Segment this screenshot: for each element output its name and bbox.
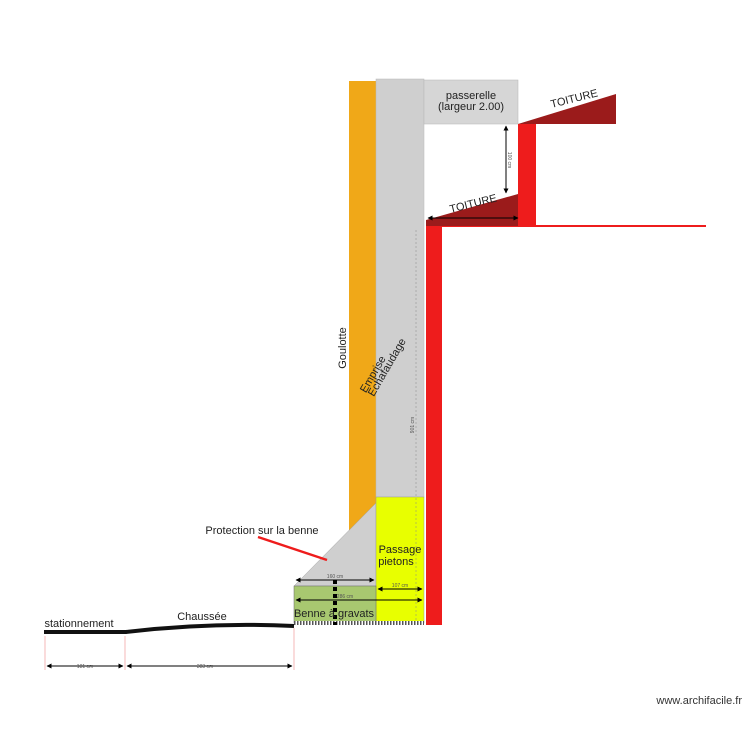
road-line (44, 622, 295, 634)
building-wall (426, 226, 442, 625)
protection-pointer (257, 535, 328, 562)
benne-label: Benne à gravats (294, 608, 375, 620)
upper-wall (518, 124, 536, 227)
dim-passage-text: 107 cm (392, 583, 408, 589)
dim-stationnement-text: 181 cm (77, 664, 93, 670)
passage-label-1: Passage (379, 544, 422, 556)
benne-base-hatch (294, 621, 424, 625)
protection-label: Protection sur la benne (205, 525, 318, 537)
roof-upper (518, 94, 616, 124)
dim-wall-text: 901 cm (410, 417, 416, 433)
passerelle-label-2: (largeur 2.00) (438, 101, 504, 113)
dim-total-text: 286 cm (337, 594, 353, 600)
goulotte-chute (349, 81, 376, 531)
chaussee-label: Chaussée (177, 611, 227, 623)
dim-benne-top-text: 160 cm (327, 574, 343, 580)
passerelle-box (423, 79, 519, 125)
credit-link[interactable]: www.archifacile.fr (656, 695, 742, 707)
goulotte-label: Goulotte (337, 327, 349, 369)
dim-chaussee-text: 383 cm (197, 664, 213, 670)
dim-passerelle-text: 100 cm (506, 152, 512, 168)
passage-label-2: pietons (378, 556, 414, 568)
scaffold-area (375, 78, 425, 498)
passerelle-label-1: passerelle (446, 90, 496, 102)
stationnement-label: stationnement (44, 618, 113, 630)
